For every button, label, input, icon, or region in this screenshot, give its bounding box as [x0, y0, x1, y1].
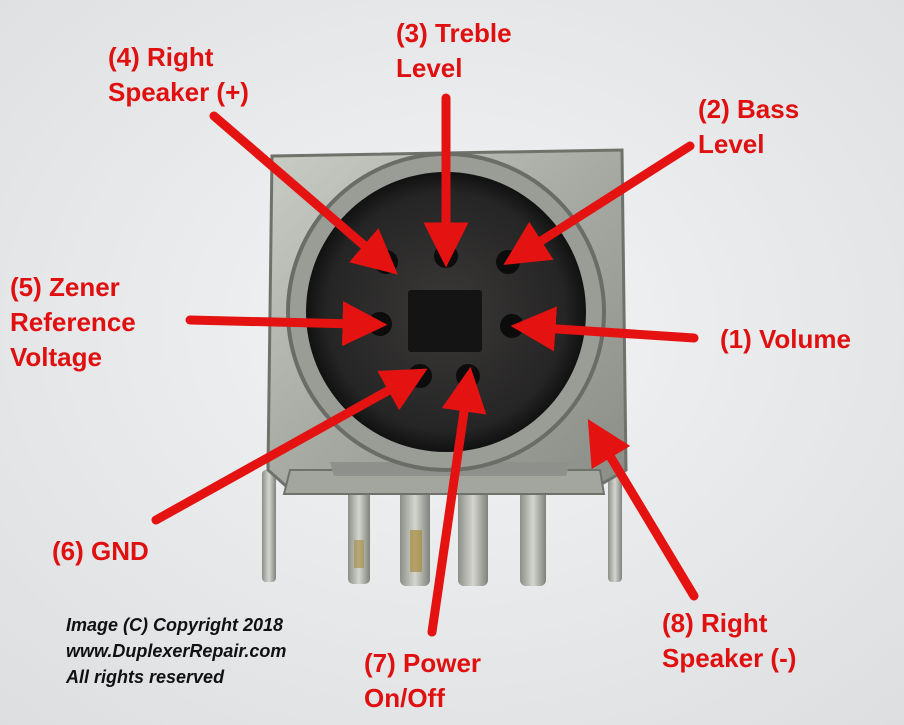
pin-label-1: (1) Volume — [720, 324, 851, 354]
arrow-pin-6 — [151, 368, 428, 525]
connector-legs — [262, 470, 622, 586]
pin-label-7: (7) Power On/Off — [364, 648, 482, 713]
pin-label-4: (4) Right Speaker (+) — [108, 42, 249, 107]
arrow-pin-8 — [587, 418, 699, 601]
arrow-pin-2 — [503, 141, 695, 265]
arrow-pin-1 — [510, 306, 699, 352]
pin-label-3: (3) Treble Level — [396, 18, 512, 83]
pin-label-5: (5) Zener Reference Voltage — [10, 272, 136, 372]
arrow-pin-7 — [427, 366, 487, 637]
arrow-pin-5 — [185, 301, 388, 347]
pin-label-6: (6) GND — [52, 536, 149, 566]
pin-label-8: (8) Right Speaker (-) — [662, 608, 797, 673]
copyright-notice: Image (C) Copyright 2018 www.DuplexerRep… — [66, 615, 287, 687]
pin-label-2: (2) Bass Level — [698, 94, 800, 159]
arrow-pin-4 — [209, 111, 398, 275]
pointer-arrows — [151, 93, 699, 637]
